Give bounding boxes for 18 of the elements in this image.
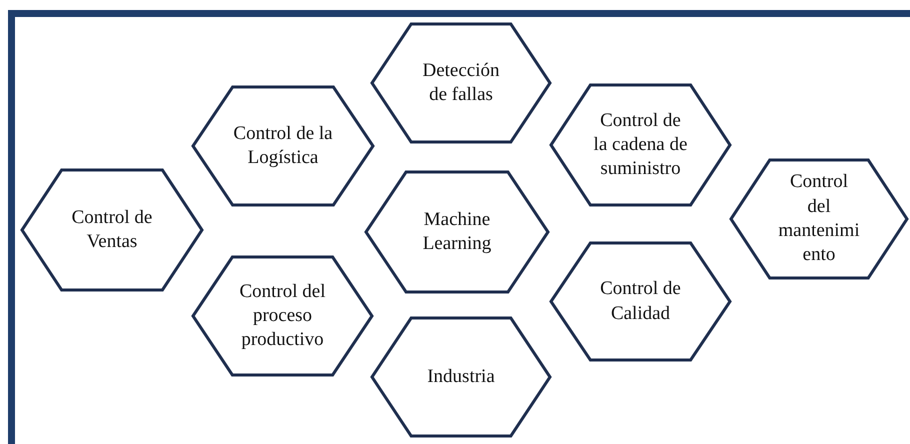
hexagon-node	[551, 243, 730, 360]
hexagon-node	[551, 85, 730, 205]
node-label: Control del mantenimi ento	[777, 170, 861, 268]
node-label: Control de Calidad	[599, 277, 682, 326]
hexagon-node	[193, 257, 372, 375]
node-label: Control de la Logística	[232, 122, 334, 170]
hexagon-node	[22, 170, 202, 290]
node-label: Industria	[427, 364, 495, 389]
node-label: Machine Learning	[422, 208, 492, 256]
hexagon-node	[731, 160, 907, 278]
hexagon-node	[372, 318, 550, 436]
node-label: Control del proceso productivo	[238, 280, 327, 352]
hexagon-node	[366, 172, 548, 292]
hexagon-node	[372, 24, 550, 142]
node-label: Control de la cadena de suministro	[592, 108, 688, 182]
node-label: Control de Ventas	[70, 206, 154, 254]
hexagon-node	[193, 87, 373, 205]
node-label: Detección de fallas	[421, 58, 500, 107]
